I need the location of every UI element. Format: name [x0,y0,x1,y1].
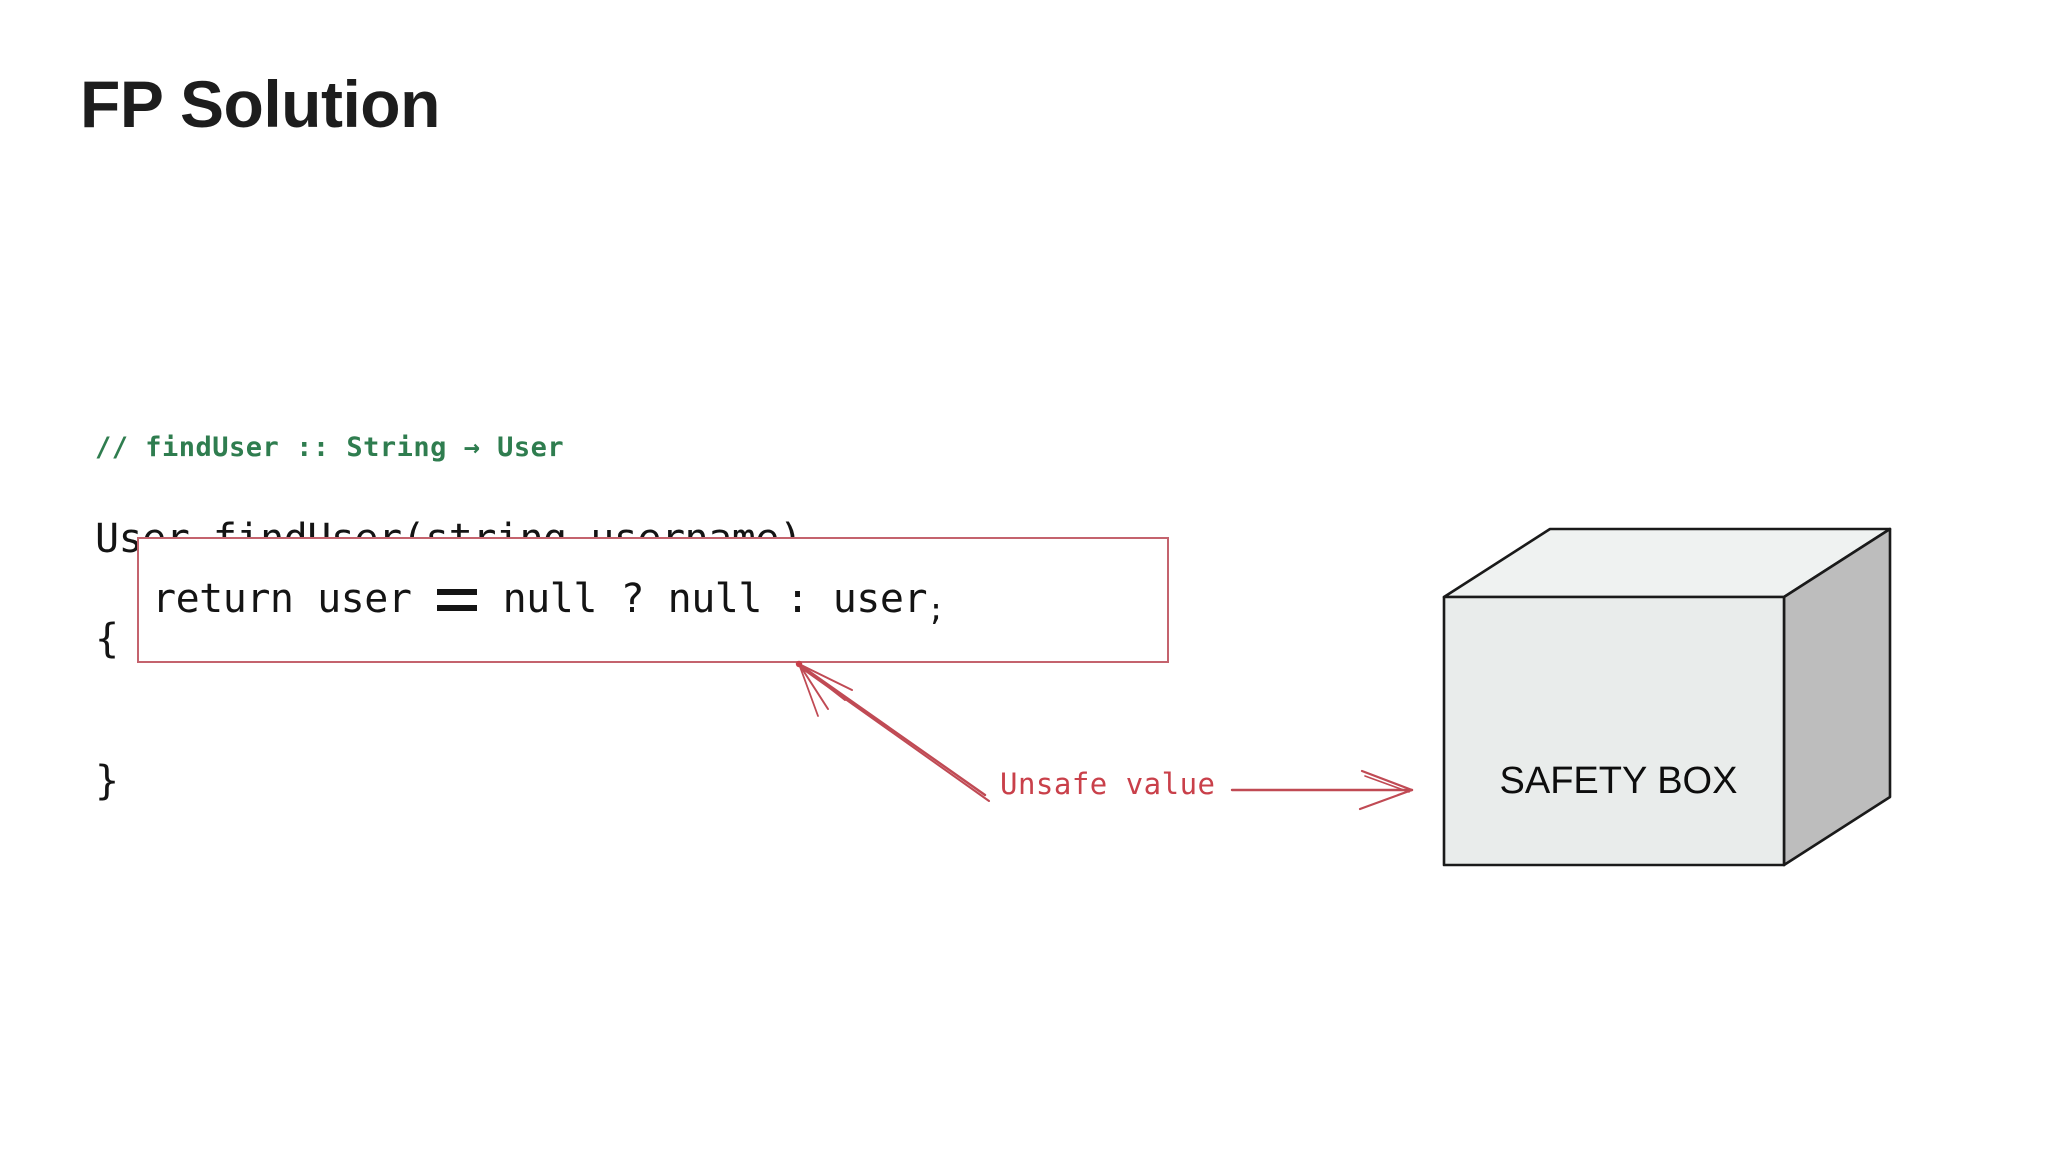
code-comment-line: // findUser :: String → User [95,432,565,463]
safety-box-cube-icon [1442,527,1892,867]
arrow-to-box-icon [1230,769,1414,811]
arrow-to-code-icon [795,660,990,802]
code-brace-close: } [95,758,120,804]
safety-box-label: SAFETY BOX [1499,760,1738,802]
return-statement-highlight-box [137,537,1169,663]
unsafe-value-annotation-label: Unsafe value [1000,767,1216,801]
return-statement-suffix: null ? null : user [478,576,928,622]
equality-operator-icon [435,581,479,621]
return-statement-prefix: return user [152,576,435,622]
code-brace-open: { [95,616,120,662]
cube-front-face [1442,595,1786,867]
page-title: FP Solution [80,67,440,141]
return-statement-terminator: ; [927,593,945,628]
return-statement-line: return user null ? null : user; [152,570,945,632]
